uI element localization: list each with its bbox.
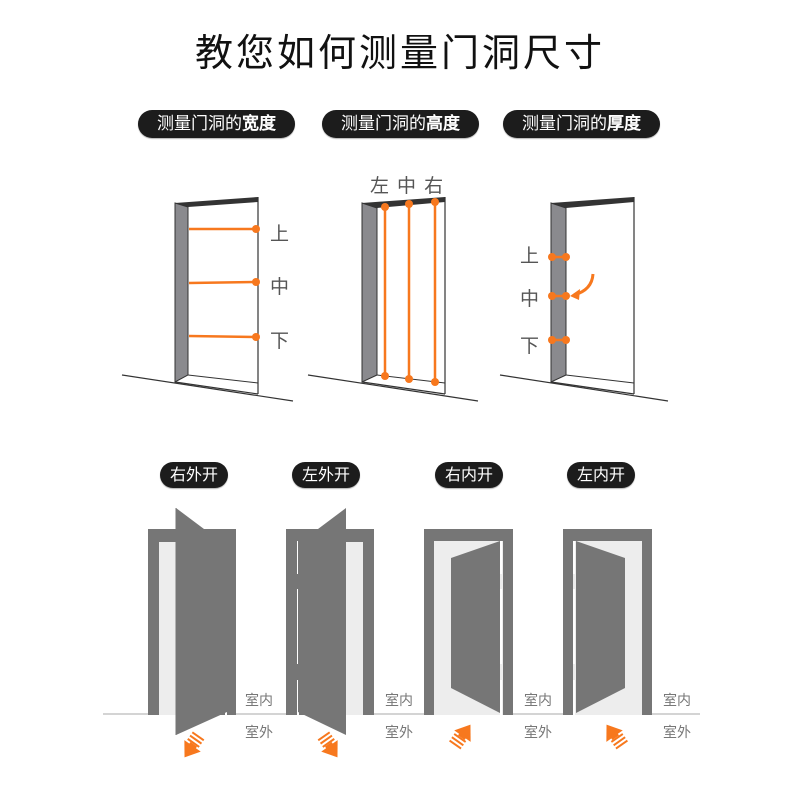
pill-emphasis: 厚度: [607, 114, 641, 134]
thickness-label-top: 上: [520, 245, 540, 267]
door-left-outward: [286, 508, 374, 758]
width-door-diagram: [121, 197, 294, 402]
pill-measure-height: 测量门洞的高度: [322, 110, 479, 138]
pill-prefix: 测量门洞的: [341, 114, 426, 134]
pill-left-inward: 左内开: [567, 462, 635, 488]
pill-right-inward: 右内开: [435, 462, 503, 488]
indoor-label-3: 室内: [524, 693, 552, 709]
width-label-top: 上: [270, 223, 290, 245]
pill-prefix: 测量门洞的: [157, 114, 242, 134]
width-label-middle: 中: [270, 276, 290, 298]
pill-measure-width: 测量门洞的宽度: [138, 110, 295, 138]
pill-emphasis: 高度: [426, 114, 460, 134]
pill-measure-thickness: 测量门洞的厚度: [503, 110, 660, 138]
door-right-outward: [148, 508, 236, 758]
outdoor-label-2: 室外: [385, 725, 413, 741]
pill-prefix: 测量门洞的: [522, 114, 607, 134]
door-right-inward: [424, 529, 513, 750]
outdoor-label-4: 室外: [663, 725, 691, 741]
width-label-bottom: 下: [270, 330, 290, 352]
height-label: 左 中 右: [370, 175, 445, 197]
thickness-label-middle: 中: [520, 288, 540, 310]
outdoor-label-1: 室外: [245, 725, 273, 741]
pill-right-outward: 右外开: [160, 462, 228, 488]
pill-emphasis: 宽度: [242, 114, 276, 134]
height-door-diagram: [307, 197, 479, 402]
page-title: 教您如何测量门洞尺寸: [194, 31, 605, 75]
indoor-label-1: 室内: [245, 693, 273, 709]
door-left-inward: [563, 529, 652, 750]
thickness-label-bottom: 下: [520, 335, 540, 357]
outdoor-label-3: 室外: [524, 725, 552, 741]
thickness-door-diagram: [499, 197, 669, 402]
indoor-label-2: 室内: [385, 693, 413, 709]
indoor-label-4: 室内: [663, 693, 691, 709]
pill-left-outward: 左外开: [292, 462, 360, 488]
